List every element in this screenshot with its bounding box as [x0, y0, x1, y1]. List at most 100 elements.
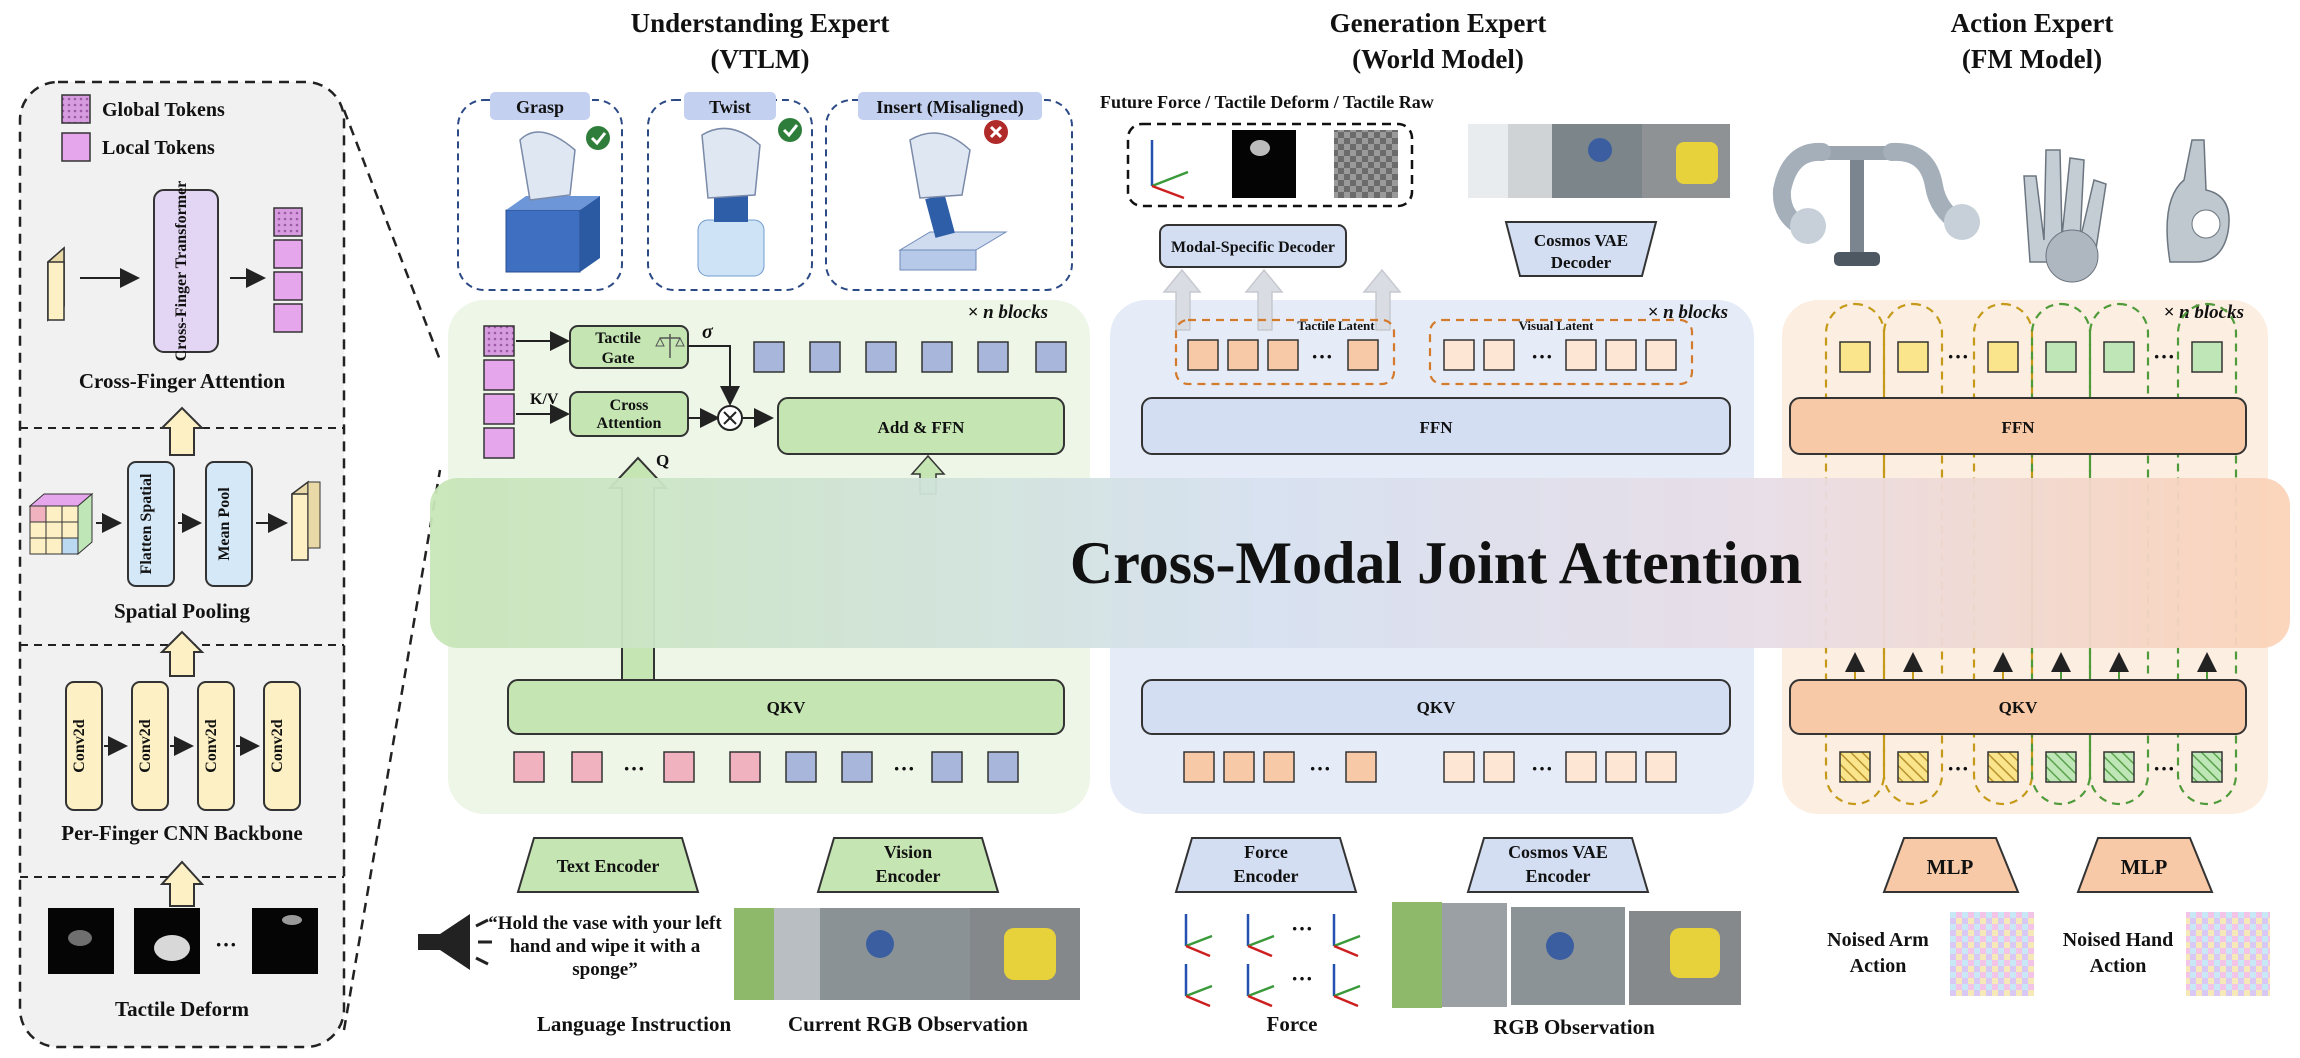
ellipsis: ···	[1311, 344, 1333, 369]
generation-expert: Generation Expert (World Model) Future F…	[1100, 8, 1754, 814]
add-ffn-label: Add & FFN	[878, 418, 966, 437]
task-label: Insert (Misaligned)	[876, 97, 1024, 118]
up-arrow	[159, 406, 205, 456]
current-rgb-label: Current RGB Observation	[788, 1012, 1028, 1036]
legend-global-label: Global Tokens	[102, 99, 225, 121]
text-encoder-box	[516, 837, 700, 893]
cosmos-decoder-label-2: Decoder	[1551, 253, 1612, 272]
local-token	[273, 271, 303, 301]
ellipsis: ···	[893, 756, 915, 781]
q-label: Q	[656, 451, 669, 470]
left-tactile-panel: Global Tokens Local Tokens Cross-Finger …	[18, 80, 442, 1049]
task-label-bg	[490, 92, 590, 120]
flatten-label: Flatten Spatial	[138, 473, 155, 574]
local-token	[483, 427, 515, 459]
conv2d-box	[263, 681, 301, 811]
ellipsis: ···	[1947, 756, 1969, 781]
cross-attention-label-2: Attention	[597, 415, 662, 432]
noise-image-arm	[1950, 912, 2034, 996]
tactile-gate-label: Tactile	[595, 330, 641, 347]
n-blocks-label: × n blocks	[968, 302, 1049, 323]
noised-hand-label: Noised Hand	[2063, 929, 2174, 951]
local-token	[483, 393, 515, 425]
twist-illustration	[697, 127, 765, 277]
tactile-title: Tactile Deform	[115, 997, 249, 1021]
global-token-swatch	[61, 94, 91, 124]
tactile-latent-tokens	[1187, 339, 1379, 371]
task-label: Grasp	[516, 97, 564, 117]
generation-title: Generation Expert	[1330, 8, 1547, 38]
meanpool-label: Mean Pool	[216, 487, 233, 561]
ellipsis: ···	[1309, 756, 1331, 781]
token-up-arrows	[1845, 652, 2217, 680]
kv-label: K/V	[530, 391, 559, 408]
robot-hand-illustration	[2023, 149, 2107, 283]
conv2d-label: Conv2d	[269, 719, 286, 772]
noised-action-tokens	[1839, 751, 2223, 783]
tactile-latent-group	[1174, 318, 1396, 386]
modal-decoder-label: Modal-Specific Decoder	[1171, 239, 1335, 256]
conv2d-box	[131, 681, 169, 811]
decode-arrows	[1162, 268, 1402, 331]
noise-image-hand	[2186, 912, 2270, 996]
vision-encoder-box	[816, 837, 1000, 893]
cross-attention-label: Cross	[610, 397, 649, 414]
generation-qkv-box	[1141, 679, 1731, 735]
voxel-cube	[28, 492, 94, 556]
mlp-box-hand	[2076, 837, 2214, 893]
language-quote: “Hold the vase with your left hand and w…	[488, 913, 722, 980]
feature-map-slab	[47, 261, 65, 321]
generation-lower: QKV ··· ···	[1141, 679, 1731, 783]
generation-input-tokens	[1183, 751, 1677, 783]
tactile-deform-preview	[1232, 130, 1296, 198]
tactile-raw-preview	[1334, 130, 1398, 198]
ellipsis: ···	[2153, 344, 2175, 369]
force-encoder-label: Force	[1244, 842, 1288, 862]
modal-decoder-box	[1159, 224, 1347, 268]
action-title: Action Expert	[1951, 8, 2114, 38]
global-token	[273, 207, 303, 237]
pooled-feature-slab	[291, 493, 309, 561]
action-ffn-box	[1789, 397, 2247, 455]
cosmos-decoder-label: Cosmos VAE	[1534, 231, 1628, 250]
language-instruction-label: Language Instruction	[537, 1012, 732, 1036]
mlp-label: MLP	[1927, 855, 1974, 879]
force-axes-icon	[1150, 140, 1189, 200]
understanding-subtitle: (VTLM)	[711, 44, 810, 74]
ellipsis: ···	[2153, 756, 2175, 781]
task-label-bg	[858, 92, 1042, 120]
force-axes-grid	[1184, 914, 1361, 1008]
cross-finger-transformer-box	[153, 189, 219, 353]
task-label-bg	[684, 92, 776, 120]
local-token	[273, 303, 303, 333]
action-subtitle: (FM Model)	[1962, 44, 2102, 74]
cnn-title: Per-Finger CNN Backbone	[61, 821, 302, 845]
noised-arm-label-2: Action	[1850, 955, 1907, 977]
future-label: Future Force / Tactile Deform / Tactile …	[1100, 92, 1434, 112]
understanding-title: Understanding Expert	[631, 8, 890, 38]
rgb-preview-strip	[1468, 124, 1730, 198]
generation-subtitle: (World Model)	[1352, 44, 1524, 74]
megaphone-icon	[418, 914, 492, 970]
tactile-gate-label-2: Gate	[602, 350, 635, 367]
ellipsis: ···	[1531, 756, 1553, 781]
cosmos-decoder-box	[1504, 221, 1658, 277]
ellipsis: ···	[623, 756, 645, 781]
tactile-latent-label: Tactile Latent	[1297, 318, 1375, 333]
add-ffn-box	[777, 397, 1065, 455]
scale-icon	[655, 334, 685, 358]
tactile-ellipsis: ···	[215, 932, 237, 957]
meanpool-box	[205, 461, 253, 587]
sigma-label: σ	[702, 321, 714, 343]
conv2d-box	[65, 681, 103, 811]
robot-hand-ok-illustration	[2166, 139, 2230, 263]
current-rgb-strip	[734, 908, 1080, 1000]
legend-local-label: Local Tokens	[102, 137, 215, 159]
action-ffn-label: FFN	[2001, 418, 2035, 437]
vision-encoder-label-2: Encoder	[876, 866, 941, 886]
generation-ffn-box	[1141, 397, 1731, 455]
vision-encoder-label: Vision	[884, 842, 932, 862]
local-token	[273, 239, 303, 269]
ellipsis: ···	[1291, 966, 1313, 991]
